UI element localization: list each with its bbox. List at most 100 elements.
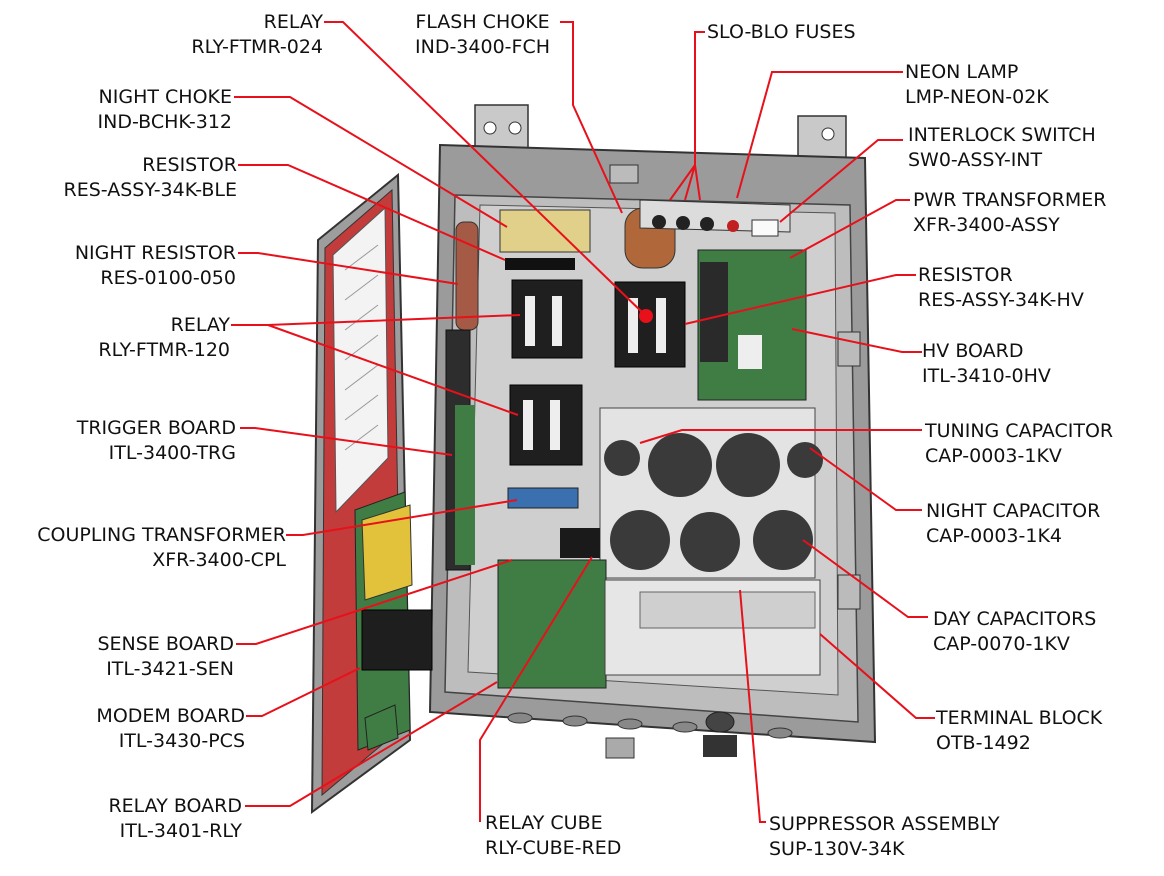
callout-relay-board: RELAY BOARD ITL-3401-RLY: [60, 794, 242, 844]
resistor-ble-part: [505, 258, 575, 270]
leader-day-caps: [802, 539, 928, 618]
callout-resistor-hv: RESISTOR RES-ASSY-34K-HV: [918, 263, 1138, 313]
callout-tuning-capacitor-name: TUNING CAPACITOR: [925, 420, 1114, 442]
leader-night-choke: [234, 96, 508, 228]
leader-coupling: [286, 499, 518, 536]
terminal-block-part: [604, 579, 821, 676]
callout-sense-board-part: ITL-3421-SEN: [106, 658, 234, 680]
callout-day-capacitors-name: DAY CAPACITORS: [933, 608, 1097, 630]
callout-hv-board: HV BOARD ITL-3410-0HV: [922, 339, 1122, 389]
callout-suppressor-assembly-name: SUPPRESSOR ASSEMBLY: [769, 813, 1000, 835]
fuse-panel: [639, 199, 791, 237]
latch-right-upper: [837, 331, 861, 367]
callout-night-capacitor-part: CAP-0003-1K4: [926, 525, 1063, 547]
callout-resistor-hv-part: RES-ASSY-34K-HV: [918, 289, 1084, 311]
callout-suppressor-assembly: SUPPRESSOR ASSEMBLY SUP-130V-34K: [769, 812, 1039, 862]
callout-pwr-transformer-part: XFR-3400-ASSY: [913, 214, 1060, 236]
callout-flash-choke-name: FLASH CHOKE: [415, 11, 550, 33]
leader-relay-120-b: [267, 324, 519, 416]
callout-resistor-ble: RESISTOR RES-ASSY-34K-BLE: [20, 153, 237, 203]
leader-slo-blo-2: [684, 164, 696, 201]
trigger-board-part: [445, 329, 475, 571]
callout-sense-board: SENSE BOARD ITL-3421-SEN: [60, 632, 234, 682]
leader-neon-lamp: [736, 71, 903, 199]
leader-suppressor: [739, 589, 766, 823]
hv-board-part: [697, 249, 807, 401]
callout-terminal-block-part: OTB-1492: [936, 732, 1031, 754]
coupling-transformer-part: [507, 487, 579, 509]
callout-relay-024-name: RELAY: [263, 11, 323, 33]
leader-slo-blo-1: [669, 31, 705, 201]
callout-tuning-capacitor: TUNING CAPACITOR CAP-0003-1KV: [925, 419, 1155, 469]
mounting-tab-left: [474, 104, 529, 149]
callout-trigger-board: TRIGGER BOARD ITL-3400-TRG: [40, 416, 236, 466]
callout-flash-choke: FLASH CHOKE IND-3400-FCH: [400, 10, 565, 60]
callout-night-choke-part: IND-BCHK-312: [97, 111, 232, 133]
callout-relay-board-part: ITL-3401-RLY: [119, 820, 242, 842]
callout-night-resistor-name: NIGHT RESISTOR: [74, 242, 236, 264]
callout-sense-board-name: SENSE BOARD: [97, 633, 234, 655]
leader-relay-cube: [479, 556, 593, 822]
callout-resistor-ble-part: RES-ASSY-34K-BLE: [63, 179, 237, 201]
callout-relay-024: RELAY RLY-FTMR-024: [168, 10, 323, 60]
latch-right-lower: [837, 574, 861, 610]
night-resistor-part: [455, 221, 479, 331]
mounting-tab-right: [797, 115, 847, 159]
leader-trigger-board: [240, 427, 453, 456]
callout-resistor-hv-name: RESISTOR: [918, 264, 1013, 286]
callout-neon-lamp-name: NEON LAMP: [905, 61, 1019, 83]
callout-relay-cube-name: RELAY CUBE: [485, 812, 603, 834]
leader-lines: [231, 21, 935, 823]
callout-slo-blo-fuses: SLO-BLO FUSES: [707, 20, 887, 45]
callout-modem-board-part: ITL-3430-PCS: [118, 730, 245, 752]
relay-120-upper: [511, 279, 583, 359]
callout-relay-120: RELAY RLY-FTMR-120: [60, 313, 230, 363]
callout-night-capacitor-name: NIGHT CAPACITOR: [926, 500, 1101, 522]
leader-night-cap: [809, 447, 922, 511]
leader-resistor-ble: [238, 164, 506, 261]
leader-flash-choke: [560, 21, 623, 214]
leader-relay-024: [324, 21, 647, 317]
callout-flash-choke-part: IND-3400-FCH: [415, 36, 550, 58]
callout-slo-blo-fuses-name: SLO-BLO FUSES: [707, 21, 856, 43]
callout-suppressor-assembly-part: SUP-130V-34K: [769, 838, 905, 860]
leader-tuning-cap: [639, 429, 922, 444]
leader-pwr-transformer: [789, 199, 910, 259]
callout-terminal-block-name: TERMINAL BLOCK: [936, 707, 1103, 729]
callout-tuning-capacitor-part: CAP-0003-1KV: [925, 445, 1062, 467]
callout-coupling-transformer: COUPLING TRANSFORMER XFR-3400-CPL: [4, 523, 286, 573]
callout-hv-board-name: HV BOARD: [922, 340, 1024, 362]
callout-relay-120-name: RELAY: [170, 314, 230, 336]
callout-trigger-board-name: TRIGGER BOARD: [76, 417, 236, 439]
leader-sense-board: [236, 559, 513, 645]
callout-coupling-transformer-part: XFR-3400-CPL: [152, 549, 286, 571]
relay-120-lower: [509, 384, 583, 466]
callout-neon-lamp-part: LMP-NEON-02K: [905, 86, 1049, 108]
relay-board-strip: [364, 704, 399, 751]
callout-night-resistor: NIGHT RESISTOR RES-0100-050: [30, 241, 236, 291]
leader-hv-board: [791, 328, 922, 353]
callout-pwr-transformer-name: PWR TRANSFORMER: [913, 189, 1107, 211]
callout-night-choke: NIGHT CHOKE IND-BCHK-312: [60, 85, 232, 135]
callout-interlock-switch: INTERLOCK SWITCH SW0-ASSY-INT: [908, 123, 1148, 173]
callout-relay-cube-part: RLY-CUBE-RED: [485, 837, 622, 859]
night-choke-part: [499, 209, 591, 253]
callout-interlock-switch-part: SW0-ASSY-INT: [908, 149, 1043, 171]
callout-trigger-board-part: ITL-3400-TRG: [108, 442, 236, 464]
leader-night-resistor: [238, 252, 459, 285]
callout-relay-cube: RELAY CUBE RLY-CUBE-RED: [485, 811, 665, 861]
capacitor-bank: [599, 407, 823, 579]
leader-resistor-hv: [684, 274, 916, 325]
callout-relay-120-part: RLY-FTMR-120: [98, 339, 230, 361]
leader-interlock: [779, 139, 903, 223]
callout-modem-board: MODEM BOARD ITL-3430-PCS: [60, 704, 245, 754]
leader-relay-board: [245, 681, 498, 807]
callout-coupling-transformer-name: COUPLING TRANSFORMER: [37, 524, 286, 546]
callout-day-capacitors-part: CAP-0070-1KV: [933, 633, 1070, 655]
callout-interlock-switch-name: INTERLOCK SWITCH: [908, 124, 1096, 146]
relay-board-part: [497, 528, 607, 689]
callout-night-capacitor: NIGHT CAPACITOR CAP-0003-1K4: [926, 499, 1156, 549]
callout-modem-board-name: MODEM BOARD: [96, 705, 245, 727]
